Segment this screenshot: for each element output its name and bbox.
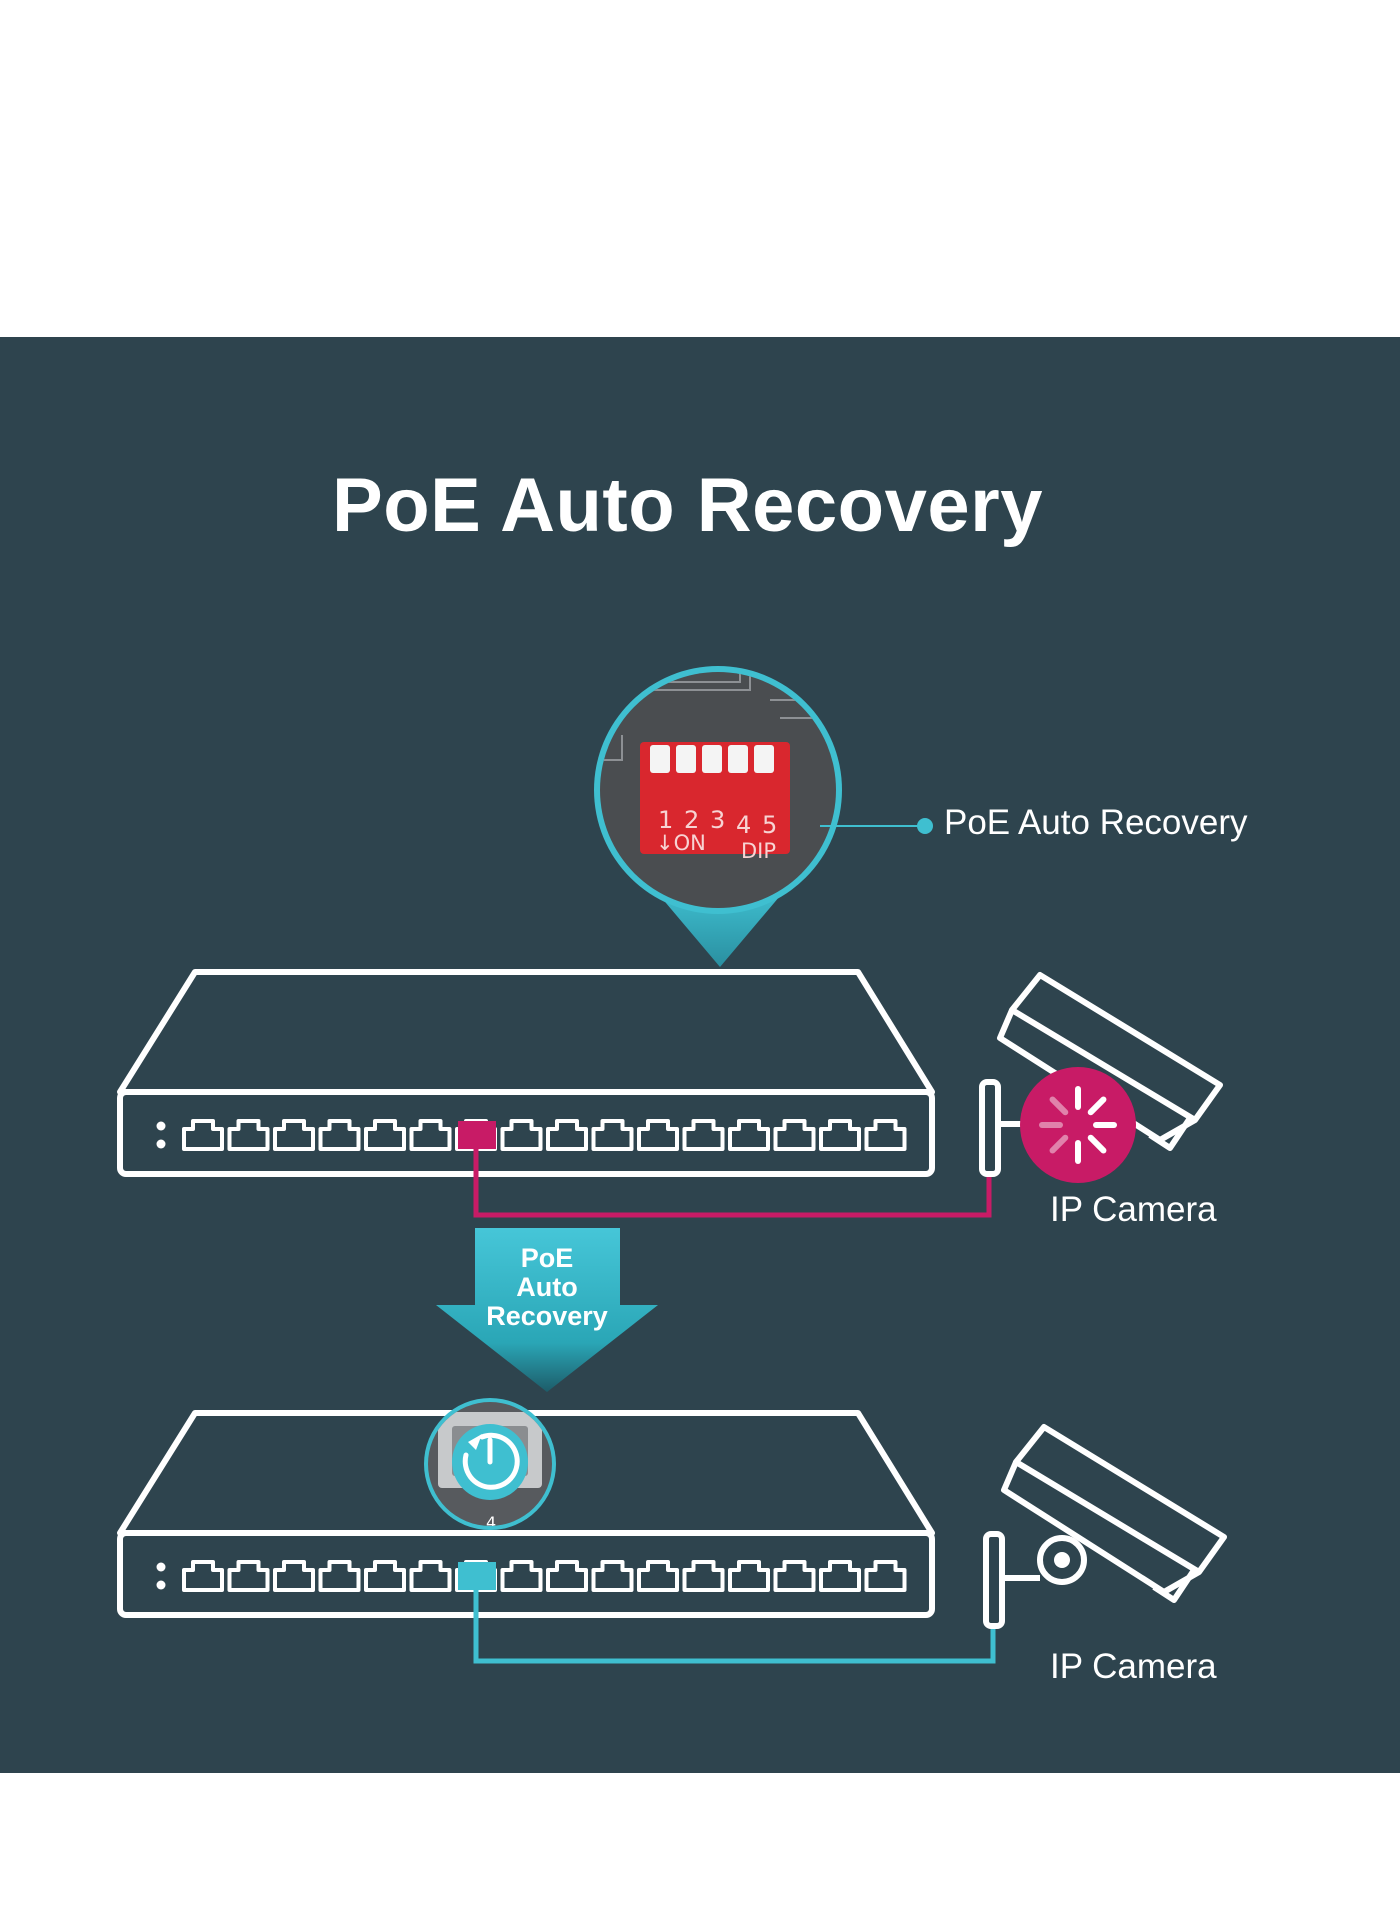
power-recovery-icon	[452, 1424, 528, 1500]
camera-label-bottom: IP Camera	[1050, 1647, 1217, 1686]
dip-number-4: 4	[736, 811, 751, 839]
poe-switch-bottom	[117, 1410, 935, 1618]
port-outline	[819, 1119, 861, 1151]
port-outline	[819, 1560, 861, 1592]
arrow-label-line-2: Auto	[516, 1272, 578, 1302]
switch-ports-bottom	[182, 1560, 907, 1592]
port-outline	[864, 1119, 907, 1151]
dip-label: DIP	[741, 839, 776, 863]
port-outline	[773, 1560, 816, 1592]
port-outline	[364, 1560, 406, 1592]
port-outline	[728, 1560, 770, 1592]
port-outline	[273, 1560, 315, 1592]
port-outline	[318, 1560, 361, 1592]
port-outline	[637, 1560, 679, 1592]
spinner-stroke	[1049, 1096, 1069, 1116]
dip-number-1: 1	[658, 806, 673, 834]
port-outline	[273, 1119, 315, 1151]
active-port-recovered	[458, 1562, 496, 1590]
dip-number-3: 3	[710, 806, 725, 834]
spinner-stroke	[1087, 1134, 1107, 1154]
active-port-alert	[458, 1121, 496, 1149]
port-outline	[227, 1560, 270, 1592]
dip-switch-callout: 1 2 3 4 5 ↓ON DIP	[594, 666, 933, 967]
port-outline	[682, 1119, 725, 1151]
port-outline	[182, 1119, 224, 1151]
port-outline	[409, 1119, 452, 1151]
port-outline	[318, 1119, 361, 1151]
port-outline	[500, 1560, 543, 1592]
port-outline	[864, 1560, 907, 1592]
zoom-port-number: 4	[486, 1513, 496, 1532]
port-outline	[591, 1119, 634, 1151]
port-outline	[773, 1119, 816, 1151]
dip-on-label: ↓ON	[656, 831, 706, 855]
port-outline	[500, 1119, 543, 1151]
poe-switch-top	[117, 969, 935, 1177]
port-outline	[682, 1560, 725, 1592]
port-outline	[546, 1119, 588, 1151]
spinner-stroke	[1049, 1134, 1069, 1154]
port-outline	[591, 1560, 634, 1592]
port-outline	[546, 1560, 588, 1592]
port-outline	[637, 1119, 679, 1151]
page-title: PoE Auto Recovery	[332, 463, 1043, 548]
arrow-label-line-3: Recovery	[486, 1301, 608, 1331]
dip-number-5: 5	[762, 811, 777, 839]
poe-cable-recovered	[473, 1590, 996, 1664]
port-outline	[364, 1119, 406, 1151]
dip-toggles	[650, 745, 774, 773]
ip-camera-bottom	[983, 1424, 1227, 1629]
down-arrow	[436, 1228, 658, 1392]
port-outline	[728, 1119, 770, 1151]
poe-cable-alert	[473, 1149, 992, 1218]
arrow-label-line-1: PoE	[520, 1243, 574, 1273]
loading-spinner-icon	[1020, 1067, 1136, 1183]
dip-number-2: 2	[684, 806, 699, 834]
port-outline	[409, 1560, 452, 1592]
spinner-stroke	[1087, 1096, 1107, 1116]
port-outline	[182, 1560, 224, 1592]
callout-label: PoE Auto Recovery	[944, 803, 1248, 842]
callout-dot	[917, 818, 933, 834]
arrow-label: PoE Auto Recovery	[470, 1244, 624, 1331]
camera-label-top: IP Camera	[1050, 1190, 1217, 1229]
port-zoom-callout: 4	[424, 1398, 556, 1532]
port-outline	[227, 1119, 270, 1151]
switch-ports-top	[182, 1119, 907, 1151]
